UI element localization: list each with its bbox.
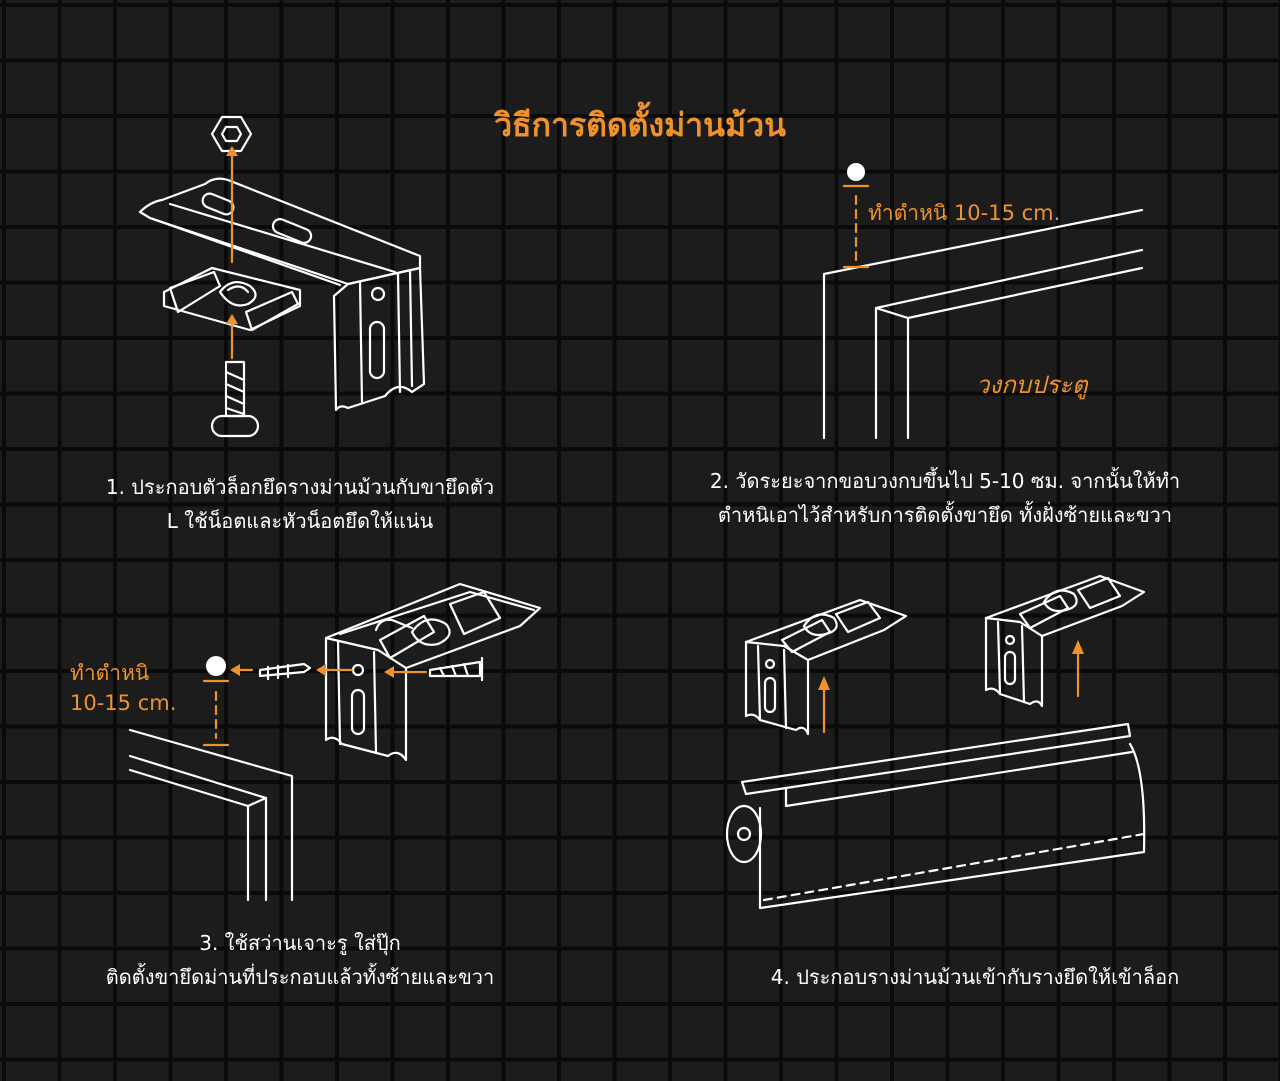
step3-mark-label-line1: ทำตำหนิ bbox=[70, 661, 150, 685]
step2-caption-line1: 2. วัดระยะจากขอบวงกบขึ้นไป 5-10 ซม. จากน… bbox=[709, 469, 1181, 493]
step4-caption-line1: 4. ประกอบรางม่านม้วนเข้ากับรางยึดให้เข้า… bbox=[770, 965, 1180, 989]
step2-door-frame-illustration bbox=[822, 208, 1144, 440]
step3-measure-mark bbox=[202, 656, 230, 747]
step4-bracket-left bbox=[744, 598, 908, 736]
step3-arrows bbox=[230, 664, 428, 678]
step4-arrows bbox=[818, 640, 1084, 734]
step4-roller-blind bbox=[725, 722, 1146, 910]
step1-caption-line2: L ใช้น็อตและหัวน็อตยึดให้แน่น bbox=[166, 509, 434, 533]
step4-caption: 4. ประกอบรางม่านม้วนเข้ากับรางยึดให้เข้า… bbox=[680, 960, 1270, 994]
mark-dot-icon bbox=[847, 163, 865, 181]
hex-nut-icon bbox=[210, 115, 253, 153]
step3-caption-line2: ติดตั้งขายึดม่านที่ประกอบแล้วทั้งซ้ายและ… bbox=[105, 965, 495, 989]
step1-bracket-illustration bbox=[138, 115, 426, 438]
step2-caption: 2. วัดระยะจากขอบวงกบขึ้นไป 5-10 ซม. จากน… bbox=[640, 464, 1250, 532]
step3-caption: 3. ใช้สว่านเจาะรู ใส่ปุ๊ก ติดตั้งขายึดม่… bbox=[40, 926, 560, 994]
page-title: วิธีการติดตั้งม่านม้วน bbox=[494, 106, 786, 144]
step1-caption: 1. ประกอบตัวล็อกยึดรางม่านม้วนกับขายึดตั… bbox=[40, 470, 560, 538]
step3-caption-line1: 3. ใช้สว่านเจาะรู ใส่ปุ๊ก bbox=[199, 931, 401, 955]
step1-arrows bbox=[226, 146, 238, 360]
step2-measure-mark bbox=[842, 163, 870, 269]
step4-bracket-right bbox=[984, 574, 1146, 708]
step2-caption-line2: ตำหนิเอาไว้สำหรับการติดตั้งขายึด ทั้งฝั่… bbox=[717, 503, 1173, 527]
door-frame-label: วงกบประตู bbox=[976, 371, 1088, 399]
step2-mark-label: ทำตำหนิ 10-15 cm. bbox=[868, 201, 1061, 225]
step1-caption-line1: 1. ประกอบตัวล็อกยึดรางม่านม้วนกับขายึดตั… bbox=[105, 475, 495, 499]
step3-bracket-illustration bbox=[128, 582, 542, 902]
step3-mark-label-line2: 10-15 cm. bbox=[70, 691, 177, 715]
mark-dot-icon bbox=[206, 656, 226, 676]
